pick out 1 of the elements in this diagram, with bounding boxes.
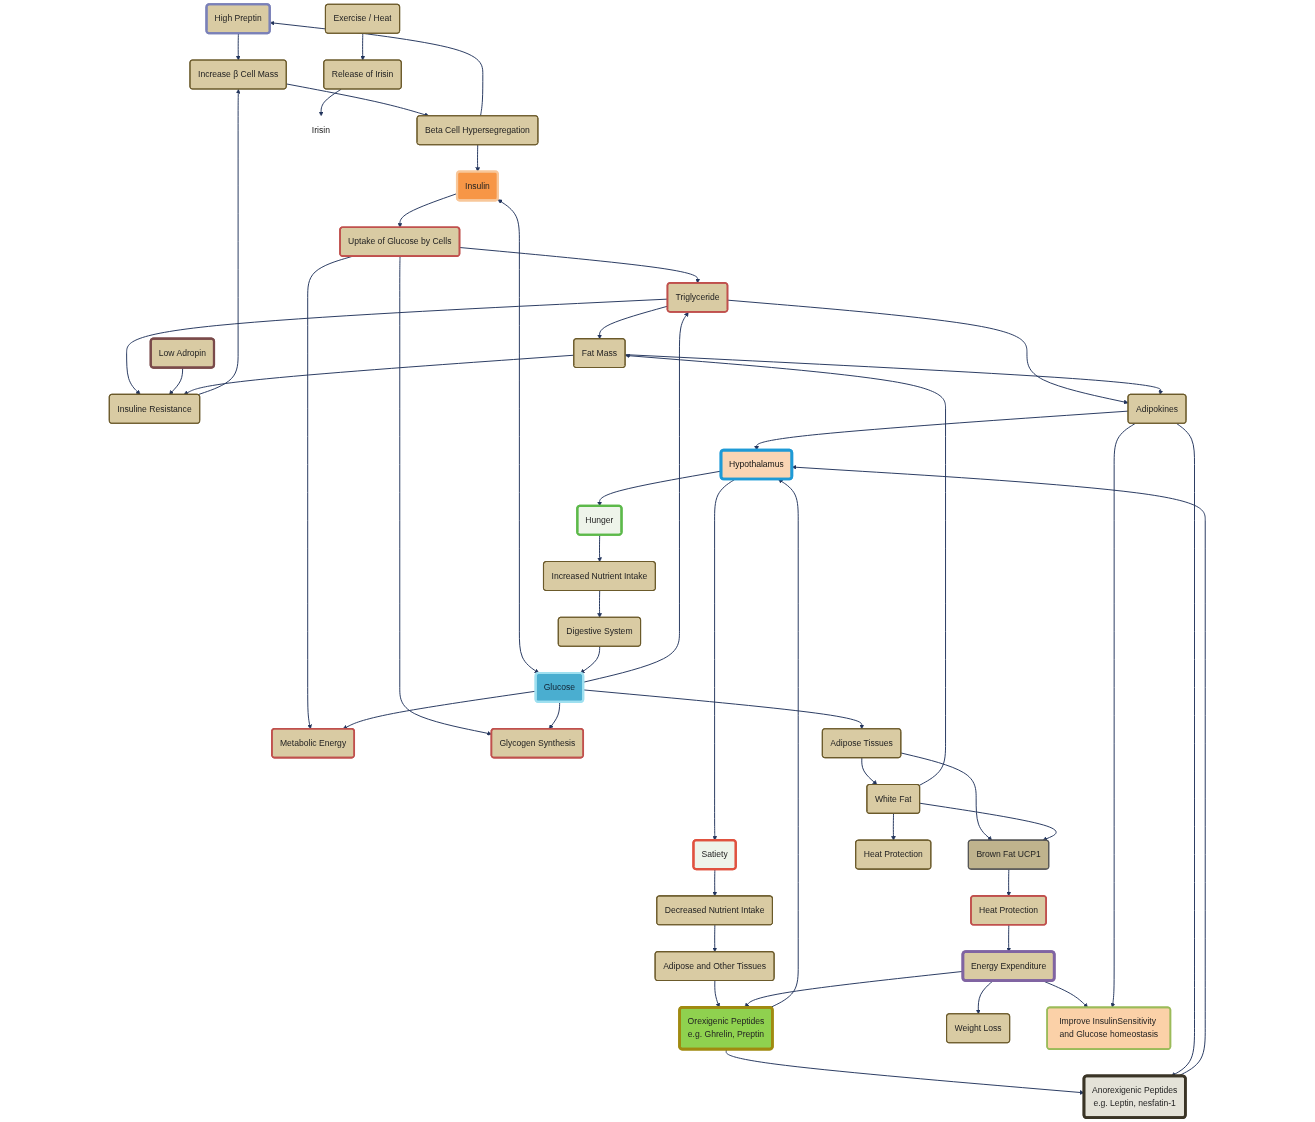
node-text: Irisin xyxy=(312,125,331,135)
